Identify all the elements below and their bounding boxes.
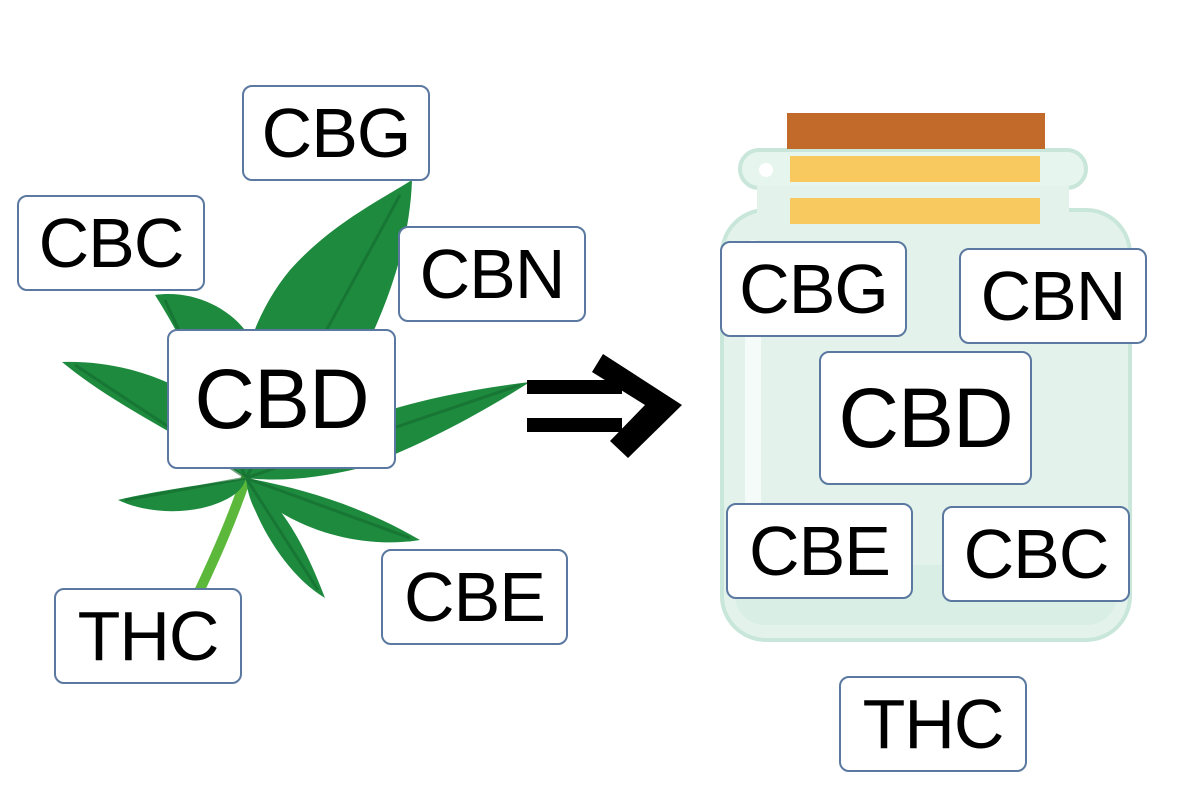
left-label-cbc: CBC <box>17 195 205 291</box>
left-label-cbe: CBE <box>381 549 568 645</box>
leaflet-lower-left <box>118 478 246 512</box>
leaf-stem <box>191 473 251 603</box>
left-label-cbd: CBD <box>167 329 396 469</box>
left-label-cbn: CBN <box>398 226 586 322</box>
right-label-thc: THC <box>839 676 1027 772</box>
left-label-cbg: CBG <box>242 85 430 181</box>
right-label-cbg: CBG <box>720 241 907 337</box>
double-arrow-icon <box>527 354 682 458</box>
right-label-cbe: CBE <box>726 503 913 599</box>
right-label-cbd: CBD <box>819 351 1032 485</box>
jar-oil-band <box>790 156 1040 182</box>
jar-cork <box>787 113 1045 149</box>
right-label-cbn: CBN <box>959 248 1147 344</box>
left-label-thc: THC <box>54 588 242 684</box>
right-label-cbc: CBC <box>942 506 1130 602</box>
